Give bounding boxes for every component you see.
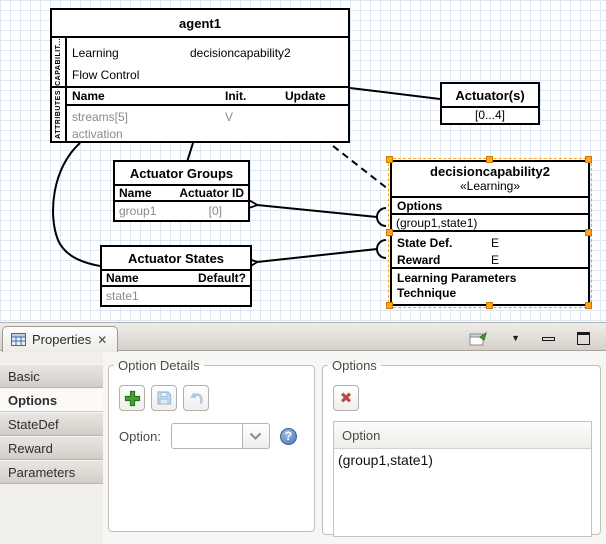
selection-handle[interactable] (585, 229, 592, 236)
node-title: Actuator Groups (115, 162, 248, 186)
tab-options[interactable]: Options (0, 388, 103, 412)
node-title: Actuator(s) (442, 84, 538, 108)
node-decisioncapability2[interactable]: decisioncapability2 «Learning» Options (… (388, 158, 592, 308)
group-legend: Option Details (118, 358, 200, 373)
save-icon (157, 391, 172, 405)
table-row[interactable]: state1 (106, 288, 139, 303)
view-menu-icon[interactable]: ▼ (511, 333, 520, 343)
column-header: Init. (225, 89, 247, 103)
undo-icon (189, 392, 203, 404)
node-title: Actuator States (102, 247, 250, 271)
capability-value[interactable]: decisioncapability2 (190, 46, 291, 60)
tab-reward[interactable]: Reward (0, 436, 103, 460)
selection-handle[interactable] (585, 156, 592, 163)
tab-properties[interactable]: Properties ✕ (2, 326, 118, 352)
close-icon[interactable]: ✕ (97, 332, 108, 347)
save-option-button[interactable] (151, 385, 177, 411)
minimize-icon[interactable] (542, 336, 555, 341)
node-actuator-groups[interactable]: Actuator Groups Name Actuator ID group1 … (113, 160, 250, 222)
section-label[interactable]: Technique (397, 286, 457, 300)
section-label[interactable]: Learning Parameters (397, 271, 517, 285)
properties-view: Properties ✕ ▼ Basic Options StateDef Re… (0, 322, 606, 544)
option-entry[interactable]: (group1,state1) (392, 215, 588, 232)
option-combo-input[interactable] (170, 423, 243, 449)
diagram-canvas[interactable]: agent1 CAPABILIT... ATTRIBUTES Learning … (0, 0, 606, 322)
options-group: Options ✖ Option (group1,state1) (322, 358, 601, 537)
undo-button[interactable] (183, 385, 209, 411)
tab-statedef[interactable]: StateDef (0, 412, 103, 436)
column-header[interactable]: Option (334, 422, 591, 449)
tab-basic[interactable]: Basic (0, 364, 103, 388)
tab-parameters[interactable]: Parameters (0, 460, 103, 484)
option-field-label: Option: (119, 428, 161, 444)
selection-handle[interactable] (386, 302, 393, 309)
options-compartment-header: Options (392, 198, 588, 215)
capability-name[interactable]: Learning (72, 46, 119, 60)
field-row[interactable]: State Def. E (397, 235, 500, 250)
selection-handle[interactable] (486, 156, 493, 163)
stereotype-label: «Learning» (459, 179, 521, 193)
node-agent1[interactable]: agent1 CAPABILIT... ATTRIBUTES Learning … (50, 8, 350, 143)
actuator-range: [0...4] (474, 108, 506, 122)
capabilities-compartment: Learning decisioncapability2 Flow Contro… (67, 38, 348, 88)
view-header: Properties ✕ ▼ (0, 322, 606, 352)
selection-handle[interactable] (386, 156, 393, 163)
delete-x-icon: ✖ (339, 390, 353, 407)
compartment-labels: CAPABILIT... ATTRIBUTES (52, 38, 67, 141)
column-header: Default? (198, 271, 246, 285)
table-row[interactable]: activation (72, 126, 123, 141)
node-actuator-states[interactable]: Actuator States Name Default? state1 (100, 245, 252, 307)
field-row[interactable]: Reward E (397, 252, 500, 267)
node-actuators[interactable]: Actuator(s) [0...4] (440, 82, 540, 125)
pin-view-icon[interactable] (467, 329, 489, 348)
selection-handle[interactable] (585, 302, 592, 309)
plus-icon (124, 390, 140, 406)
table-row[interactable]: (group1,state1) (338, 452, 433, 468)
attributes-compartment: Name Init. Update streams[5] V activatio… (67, 88, 348, 142)
node-title: agent1 (52, 10, 348, 38)
delete-option-button[interactable]: ✖ (333, 385, 359, 411)
add-option-button[interactable] (119, 385, 145, 411)
node-title: decisioncapability2 (430, 164, 550, 179)
option-details-group: Option Details Option: (108, 358, 315, 532)
capabilities-label: CAPABILIT... (55, 38, 62, 86)
help-icon[interactable]: ? (279, 427, 297, 445)
column-header: Name (72, 89, 105, 103)
column-header: Name (119, 186, 152, 200)
table-row[interactable]: streams[5] V (72, 109, 234, 124)
attributes-label: ATTRIBUTES (55, 90, 62, 139)
combo-dropdown-button[interactable] (242, 423, 270, 449)
group-legend: Options (332, 358, 377, 373)
column-header: Update (285, 89, 326, 103)
option-combo (170, 423, 270, 449)
selection-handle[interactable] (486, 302, 493, 309)
tab-label: Properties (32, 332, 92, 347)
table-icon (11, 333, 26, 346)
capability-name[interactable]: Flow Control (72, 68, 140, 82)
table-row[interactable]: group1 [0] (119, 203, 222, 218)
maximize-icon[interactable] (577, 332, 590, 345)
chevron-down-icon (250, 432, 262, 440)
column-header: Actuator ID (179, 186, 244, 200)
options-table: Option (group1,state1) (333, 421, 592, 537)
property-tab-list: Basic Options StateDef Reward Parameters (0, 352, 103, 544)
column-header: Name (106, 271, 139, 285)
selection-handle[interactable] (386, 229, 393, 236)
